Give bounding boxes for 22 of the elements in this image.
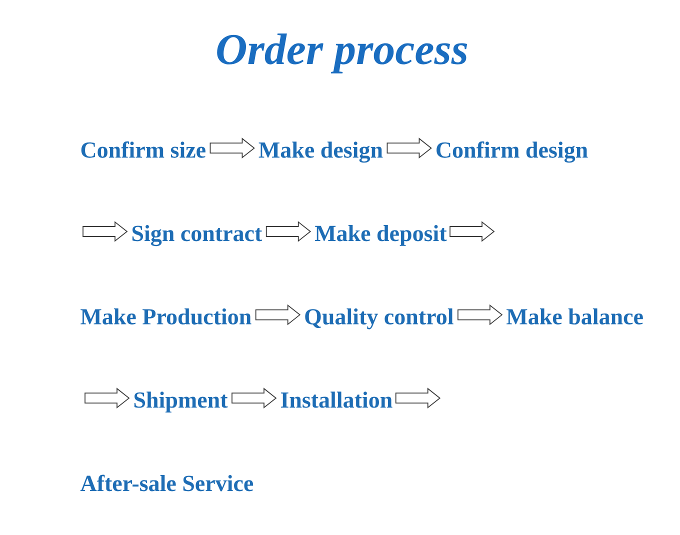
process-step: Make design xyxy=(258,142,383,163)
block-arrow xyxy=(395,388,441,409)
block-arrow xyxy=(210,138,255,159)
process-step: Confirm size xyxy=(81,141,206,158)
process-step: After-sale Service xyxy=(80,474,254,492)
process-step: Sign contract xyxy=(132,225,262,246)
block-arrow xyxy=(266,221,312,242)
block-arrow xyxy=(450,221,495,242)
process-step: Quality control xyxy=(305,308,454,330)
process-step: Installation xyxy=(280,392,392,408)
process-step: Make Production xyxy=(80,308,252,325)
title: Order process xyxy=(217,33,468,74)
process-step: Shipment xyxy=(134,392,228,412)
block-arrow xyxy=(232,388,277,409)
block-arrow xyxy=(386,138,432,159)
process-step: Make balance xyxy=(506,308,643,325)
process-step: Confirm design xyxy=(436,141,588,163)
block-arrow xyxy=(82,221,128,242)
block-arrow xyxy=(458,304,503,326)
block-arrow xyxy=(255,304,301,326)
block-arrow xyxy=(84,388,130,409)
process-step: Make deposit xyxy=(314,225,447,246)
